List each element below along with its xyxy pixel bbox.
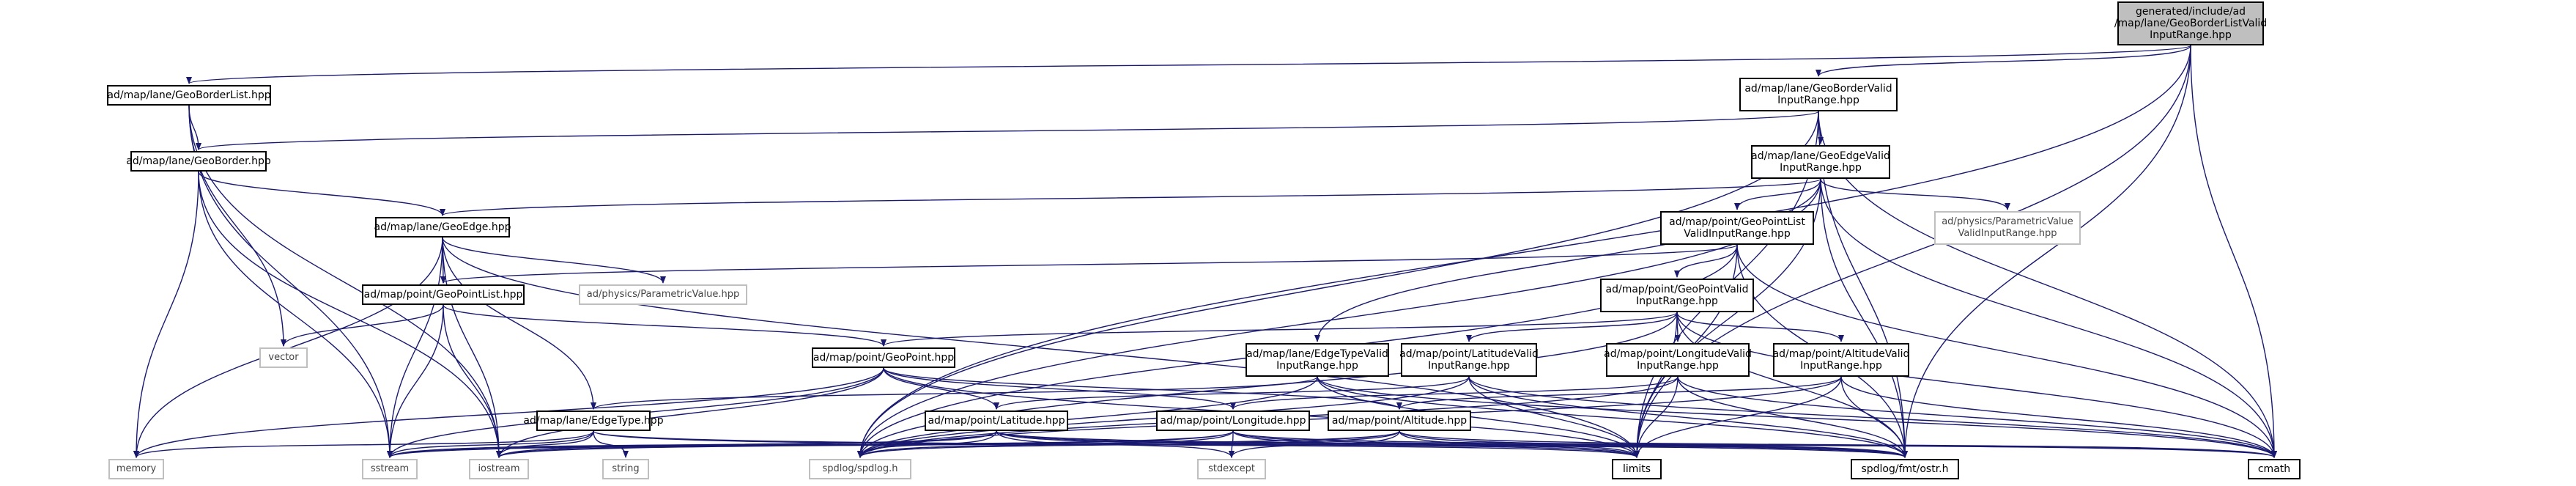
node-string[interactable]: string	[602, 459, 649, 479]
edge-root-to-ostr	[1902, 45, 2191, 458]
edge-geo_border-to-sstream	[198, 171, 393, 458]
node-altitude[interactable]: ad/map/point/Altitude.hpp	[1328, 410, 1471, 431]
edge-geo_edge_valid-to-geo_edge	[440, 178, 1821, 216]
edge-geo_point-to-latitude	[883, 367, 999, 410]
node-spdlog-spdlog-h[interactable]: spdlog/spdlog.h	[809, 459, 911, 479]
edge-root-to-limits	[1634, 45, 2191, 458]
node-vector[interactable]: vector	[259, 347, 308, 368]
edge-edge_type-to-sstream	[387, 430, 594, 458]
node-geo-border-valid-input-range[interactable]: ad/map/lane/GeoBorderValid InputRange.hp…	[1739, 78, 1898, 111]
edge-geo_edge_valid-to-cmath	[1820, 178, 2277, 458]
edge-altitude-to-ostr	[1399, 430, 1908, 458]
edge-edge_type_valid-to-cmath	[1317, 376, 2277, 458]
edge-longitude_valid-to-cmath	[1677, 376, 2277, 458]
edge-altitude_valid-to-ostr	[1840, 376, 1908, 458]
edge-geo_point_valid-to-ostr	[1676, 312, 1908, 458]
edge-edge_type-to-string	[593, 430, 629, 458]
node-geo-point-list[interactable]: ad/map/point/GeoPointList.hpp	[362, 284, 525, 305]
edge-longitude_valid-to-longitude	[1230, 376, 1679, 410]
edge-latitude-to-sstream	[387, 430, 997, 458]
node-geo-edge[interactable]: ad/map/lane/GeoEdge.hpp	[374, 217, 511, 238]
node-cmath[interactable]: cmath	[2248, 459, 2301, 479]
edge-geo_edge_valid-to-edge_type_valid	[1314, 178, 1821, 342]
edge-geo_point_list_valid-to-geo_point_list	[440, 244, 1738, 284]
edge-altitude-to-cmath	[1399, 430, 2277, 458]
edge-geo_edge-to-edge_type	[442, 237, 596, 410]
node-sstream[interactable]: sstream	[362, 459, 418, 479]
node-geo-point-list-valid-input-range[interactable]: ad/map/point/GeoPointList ValidInputRang…	[1660, 211, 1814, 245]
edge-geo_border-to-iostream	[198, 171, 502, 458]
edge-edge_type-to-ostr	[593, 430, 1908, 458]
node-longitude[interactable]: ad/map/point/Longitude.hpp	[1156, 410, 1310, 431]
node-latitude[interactable]: ad/map/point/Latitude.hpp	[925, 410, 1068, 431]
edge-altitude-to-spdlog	[857, 430, 1400, 458]
node-geo-border-list[interactable]: ad/map/lane/GeoBorderList.hpp	[107, 85, 271, 106]
node-geo-edge-valid-input-range[interactable]: ad/map/lane/GeoEdgeValid InputRange.hpp	[1751, 145, 1890, 179]
node-geo-point-valid-input-range[interactable]: ad/map/point/GeoPointValid InputRange.hp…	[1600, 279, 1754, 312]
edge-root-to-geo_border_valid	[1816, 45, 2191, 77]
edge-geo_point_valid-to-latitude_valid	[1466, 312, 1678, 342]
edge-geo_point_valid-to-limits	[1634, 312, 1678, 458]
edge-root-to-spdlog	[857, 45, 2191, 458]
edge-geo_point_list_valid-to-cmath	[1736, 244, 2277, 458]
node-memory[interactable]: memory	[108, 459, 164, 479]
edge-geo_point_valid-to-geo_point	[881, 312, 1678, 347]
node-latitude-valid-input-range[interactable]: ad/map/point/LatitudeValid InputRange.hp…	[1399, 343, 1539, 377]
node-physics-parametric-value-valid-input-range[interactable]: ad/physics/ParametricValue ValidInputRan…	[1934, 211, 2081, 245]
node-physics-parametric-value[interactable]: ad/physics/ParametricValue.hpp	[579, 284, 747, 305]
edge-longitude-to-ostr	[1232, 430, 1908, 458]
edge-edge_type-to-iostream	[496, 430, 594, 458]
edge-geo_point_list-to-iostream	[443, 304, 502, 458]
edge-geo_edge_valid-to-physics_param_valid	[1820, 178, 2010, 210]
node-iostream[interactable]: iostream	[469, 459, 529, 479]
edge-altitude_valid-to-cmath	[1840, 376, 2277, 458]
node-altitude-valid-input-range[interactable]: ad/map/point/AltitudeValid InputRange.hp…	[1773, 343, 1909, 377]
edge-geo_border_valid-to-spdlog	[857, 111, 1819, 458]
edge-geo_edge_valid-to-geo_point_list_valid	[1734, 178, 1821, 210]
edge-altitude_valid-to-altitude	[1396, 376, 1842, 410]
edge-edge_type-to-memory	[133, 430, 594, 458]
edge-edge_type_valid-to-ostr	[1317, 376, 1908, 458]
node-edge-type-valid-input-range[interactable]: ad/map/lane/EdgeTypeValid InputRange.hpp	[1246, 343, 1389, 377]
edge-geo_border-to-memory	[133, 171, 199, 458]
edge-altitude-to-iostream	[496, 430, 1400, 458]
edge-geo_border_list-to-vector	[188, 105, 286, 347]
node-root-geo-border-list-valid-input-range[interactable]: generated/include/ad /map/lane/GeoBorder…	[2114, 1, 2267, 45]
node-spdlog-fmt-ostr-h[interactable]: spdlog/fmt/ostr.h	[1851, 459, 1959, 479]
node-longitude-valid-input-range[interactable]: ad/map/point/LongitudeValid InputRange.h…	[1604, 343, 1752, 377]
edge-geo_point_valid-to-cmath	[1676, 312, 2277, 458]
edge-geo_point_list-to-sstream	[387, 304, 444, 458]
edge-geo_edge-to-sstream	[387, 237, 443, 458]
edge-latitude_valid-to-latitude	[993, 376, 1470, 410]
node-edge-type[interactable]: ad/map/lane/EdgeType.hpp	[523, 410, 664, 431]
edge-geo_point_list-to-vector	[281, 304, 444, 347]
edge-latitude_valid-to-cmath	[1468, 376, 2277, 458]
edge-geo_edge_valid-to-ostr	[1820, 178, 1908, 458]
edge-edge_type_valid-to-edge_type	[591, 376, 1318, 410]
edge-altitude-to-stdexcept	[1229, 430, 1400, 458]
edge-geo_point_list-to-geo_point	[443, 304, 887, 347]
edge-altitude-to-limits	[1399, 430, 1640, 458]
edge-geo_point-to-longitude	[883, 367, 1236, 410]
edge-geo_border_list-to-iostream	[188, 105, 502, 458]
edge-root-to-cmath	[2190, 45, 2277, 458]
edge-root-to-geo_border_list	[186, 45, 2191, 84]
edge-longitude-to-limits	[1232, 430, 1640, 458]
edge-geo_border-to-geo_edge	[198, 171, 445, 216]
node-stdexcept[interactable]: stdexcept	[1197, 459, 1266, 479]
edge-geo_point-to-memory	[133, 367, 884, 458]
node-geo-point[interactable]: ad/map/point/GeoPoint.hpp	[812, 347, 955, 368]
node-limits[interactable]: limits	[1612, 459, 1662, 479]
edge-geo_edge-to-physics_param	[442, 237, 666, 284]
node-geo-border[interactable]: ad/map/lane/GeoBorder.hpp	[126, 151, 271, 172]
edge-geo_border_valid-to-geo_border	[196, 111, 1819, 150]
edge-longitude-to-spdlog	[857, 430, 1234, 458]
edge-geo_point_valid-to-altitude_valid	[1676, 312, 1844, 342]
edge-geo_point_list_valid-to-geo_point_valid	[1674, 244, 1738, 278]
